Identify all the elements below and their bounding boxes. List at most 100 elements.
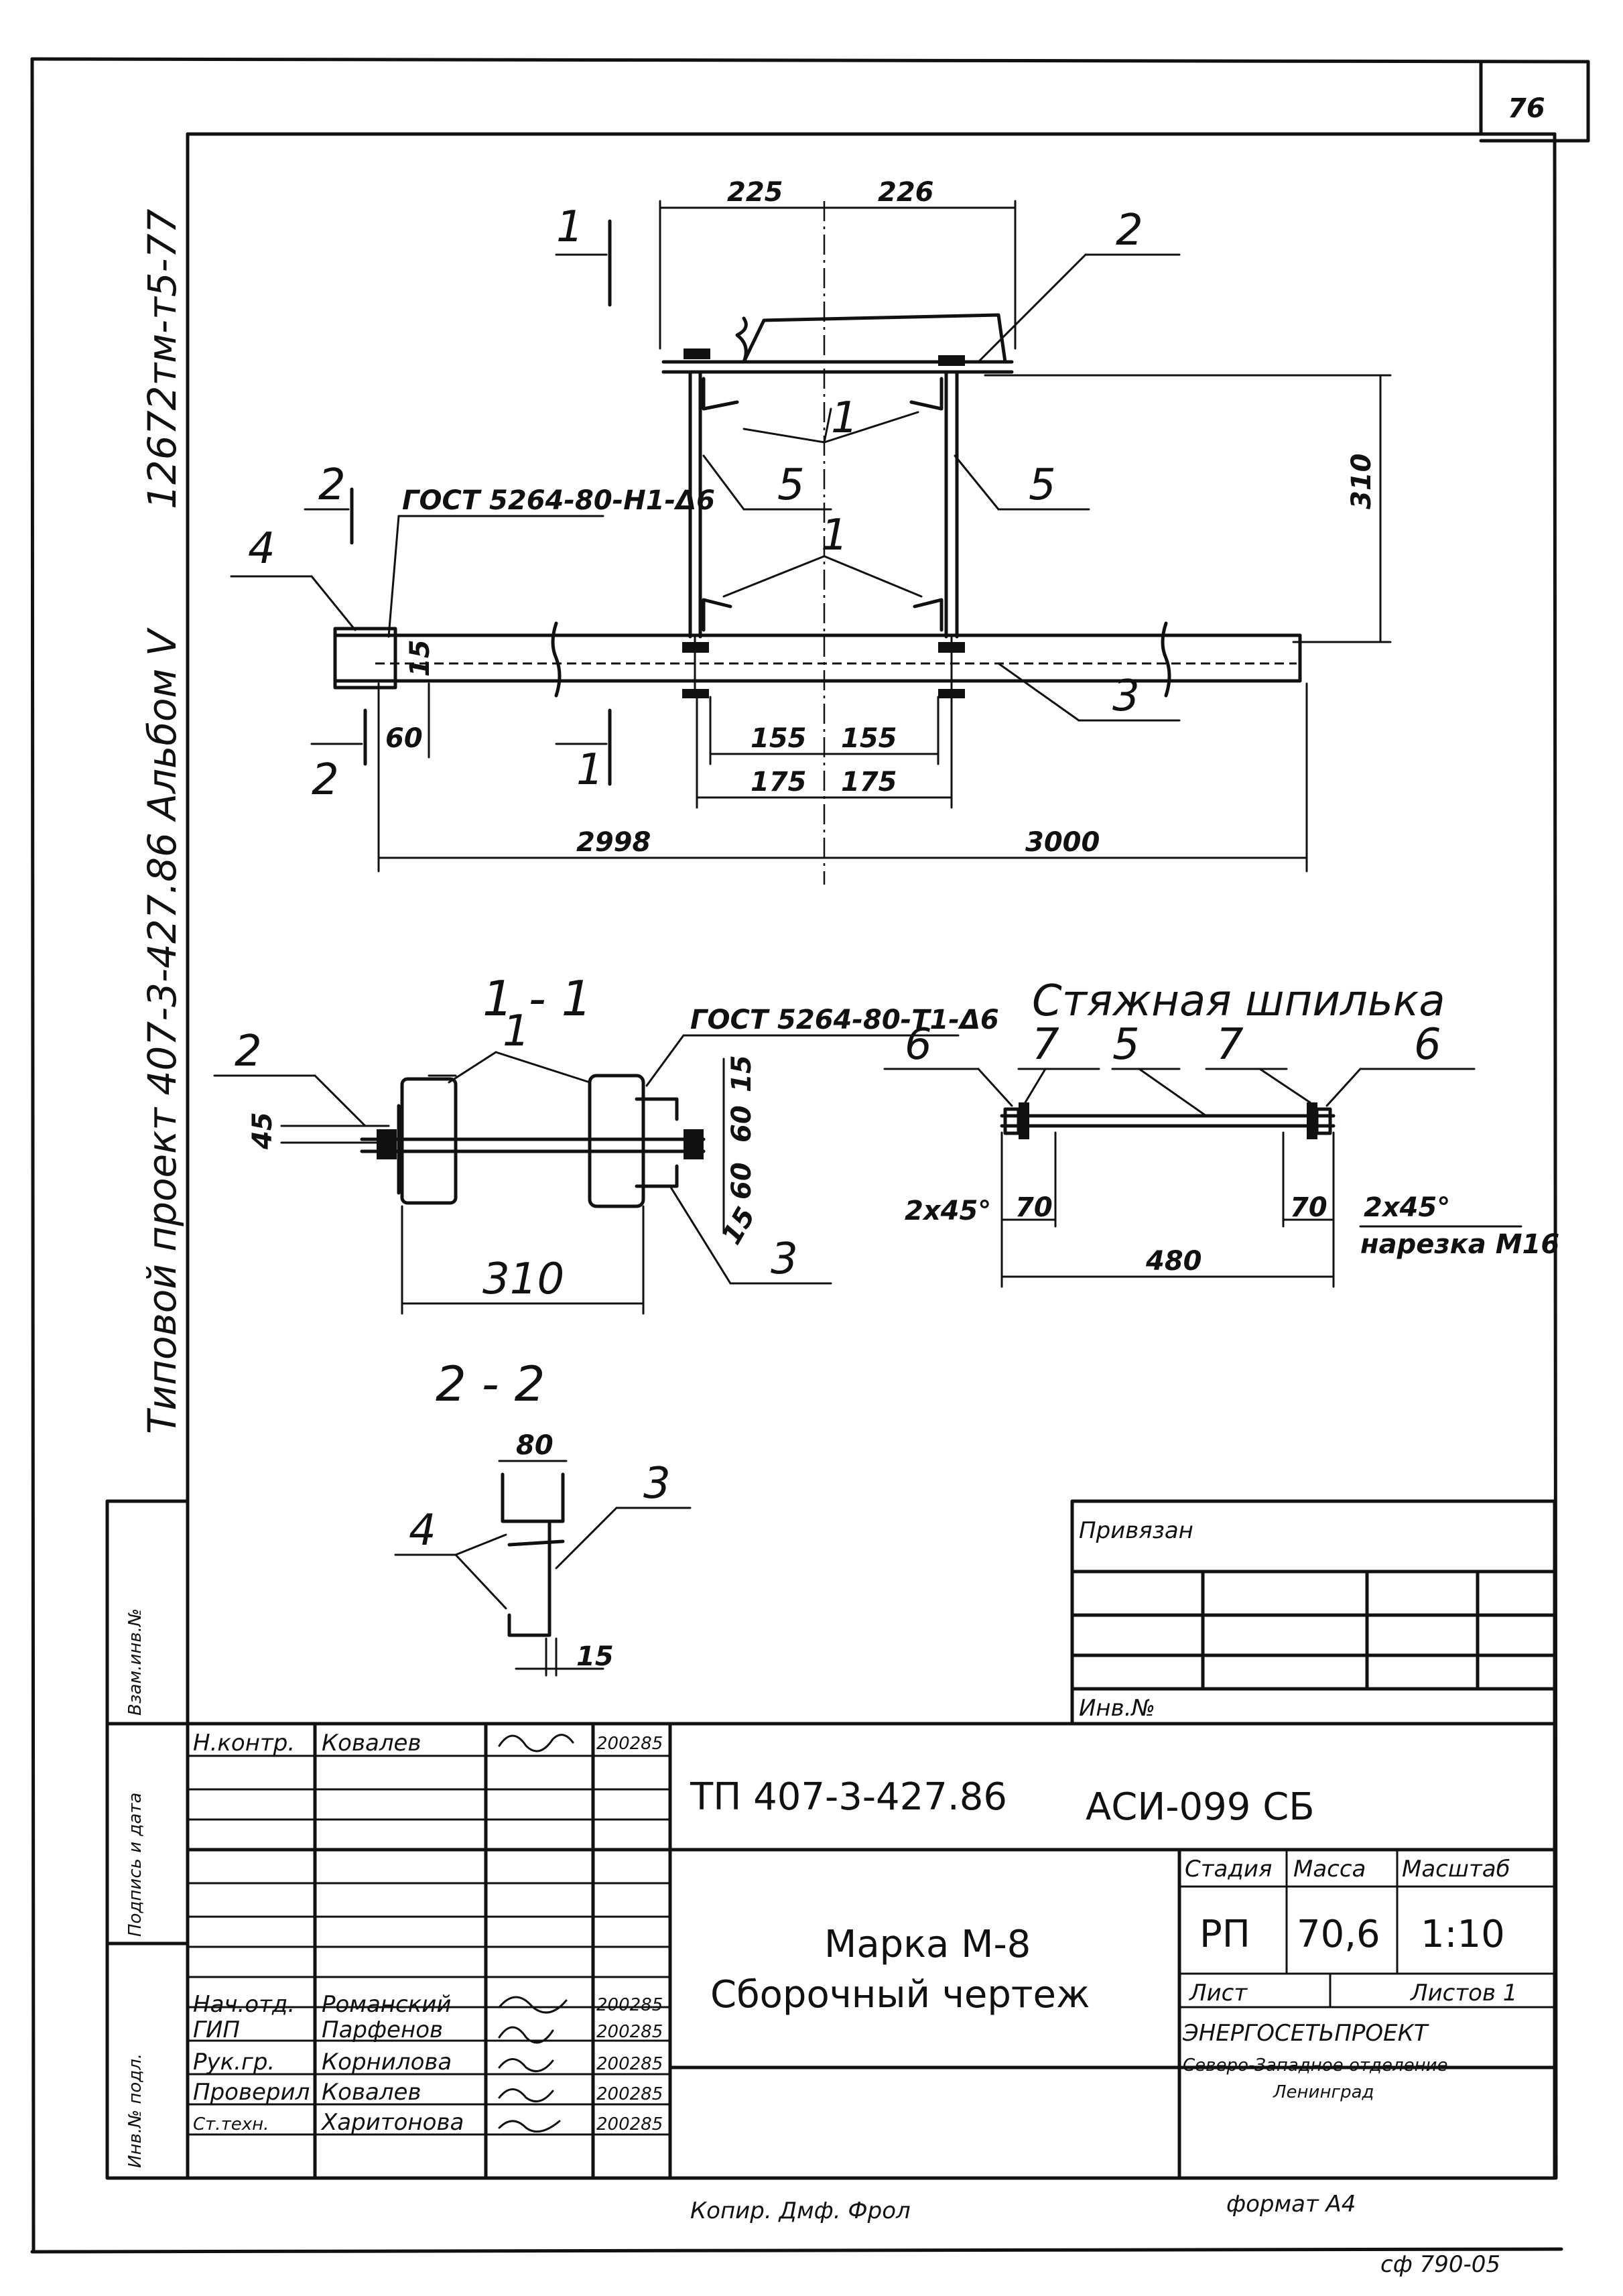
section-mark-2-top: 2 [318, 460, 346, 510]
row-4-date: 200285 [596, 1995, 663, 2015]
privyazan-label: Привязан [1079, 1517, 1193, 1544]
sheet-label: Лист [1188, 1980, 1248, 2006]
stage-label: Стадия [1185, 1856, 1272, 1883]
signature-3 [498, 2026, 554, 2044]
callout-5-left: 5 [777, 460, 805, 510]
s11-dim-60b: 60 [726, 1162, 757, 1200]
row-7-role: Проверил [193, 2079, 310, 2106]
stud-callout-6-left: 6 [905, 1020, 932, 1070]
sheet-frame [30, 57, 1590, 2254]
s11-callout-2: 2 [235, 1027, 262, 1076]
s11-callout-1: 1 [503, 1007, 530, 1056]
plate-4 [333, 627, 397, 690]
row-7-name: Ковалев [322, 2079, 421, 2106]
dim-2998: 2998 [576, 827, 651, 858]
section-mark-2-bottom: 2 [312, 755, 339, 805]
stud-dim-70-right: 70 [1290, 1192, 1327, 1223]
signature-4 [498, 2058, 554, 2073]
row-4-name: Романский [322, 1991, 451, 2018]
s22-dim-80: 80 [516, 1430, 554, 1461]
stud-callout-7-left: 7 [1032, 1020, 1059, 1070]
row-6-name: Корнилова [322, 2049, 452, 2076]
row-0-role: Н.контр. [193, 1730, 295, 1757]
section-2-2: 2 - 2 80 15 4 3 [394, 1356, 692, 1677]
stamp-side-3: Инв.№ подл. [125, 2053, 145, 2168]
row-5-role: ГИП [193, 2017, 240, 2043]
row-8-role: Ст.техн. [193, 2114, 269, 2134]
signature-6 [498, 2120, 561, 2133]
s22-callout-3: 3 [643, 1459, 671, 1509]
dim-310-v: 310 [1346, 454, 1377, 510]
signature-2 [498, 1996, 568, 2014]
org-city: Ленинград [1273, 2082, 1374, 2102]
stud-dim-480: 480 [1145, 1246, 1202, 1277]
s11-dim-310: 310 [482, 1255, 564, 1304]
s22-dim-15: 15 [576, 1641, 614, 1672]
s11-dim-45: 45 [247, 1112, 278, 1150]
section-2-2-title: 2 - 2 [436, 1356, 545, 1412]
s11-callout-3: 3 [771, 1234, 798, 1284]
callout-1-bottom: 1 [821, 511, 848, 560]
row-8-date: 200285 [596, 2114, 663, 2134]
title-line-1: Марка М-8 [824, 1923, 1031, 1966]
section-1-1-title: 1 - 1 [482, 970, 592, 1027]
stud-thread: нарезка М16 [1360, 1229, 1559, 1260]
row-5-name: Парфенов [322, 2017, 443, 2043]
row-4-role: Нач.отд. [193, 1991, 295, 2018]
signature-1 [498, 1734, 574, 1752]
main-view: 225 226 310 155 155 175 175 2998 3000 60… [230, 177, 1392, 885]
copied-by: Копир. Дмф. Фрол [690, 2197, 911, 2224]
stud-callout-5: 5 [1112, 1020, 1140, 1070]
dim-15: 15 [405, 639, 436, 677]
stamp-side-1: Взам.инв.№ [125, 1608, 145, 1716]
row-7-date: 200285 [596, 2084, 663, 2104]
dim-155-left: 155 [751, 723, 807, 754]
bottom-code: сф 790-05 [1380, 2251, 1500, 2278]
row-8-name: Харитонова [320, 2109, 464, 2136]
mass-label: Масса [1293, 1856, 1366, 1883]
section-1-1: 1 - 1 310 45 15 60 60 15 ГОСТ 5264-80-Т1… [213, 970, 999, 1315]
dim-175-left: 175 [751, 767, 807, 798]
stud-callout-7-right: 7 [1216, 1020, 1244, 1070]
side-title: Типовой проект 407-3-427.86 Альбом Ⅴ [139, 627, 185, 1434]
row-0-name: Ковалев [322, 1730, 421, 1757]
section-mark-1-bottom: 1 [576, 745, 604, 795]
callout-3-main: 3 [1112, 672, 1140, 721]
s22-callout-4: 4 [409, 1506, 436, 1555]
s11-weld-note: ГОСТ 5264-80-Т1-Δ6 [690, 1005, 999, 1035]
row-6-date: 200285 [596, 2054, 663, 2074]
page-number: 76 [1508, 93, 1545, 124]
signature-5 [498, 2088, 554, 2103]
callout-1-top: 1 [831, 393, 858, 443]
crossbar-channel [333, 633, 1302, 683]
dim-60: 60 [385, 723, 423, 754]
title-line-2: Сборочный чертеж [710, 1973, 1090, 2017]
org-name: ЭНЕРГОСЕТЬПРОЕКТ [1182, 2020, 1429, 2047]
mass-value: 70,6 [1297, 1913, 1380, 1956]
callout-4-main: 4 [248, 524, 275, 574]
row-5-date: 200285 [596, 2022, 663, 2042]
dim-225: 225 [727, 177, 783, 208]
dim-155-right: 155 [841, 723, 897, 754]
title-block: Взам.инв.№ Подпись и дата Инв.№ подл. Пр… [105, 1499, 1557, 2180]
stud-callout-6-right: 6 [1414, 1020, 1441, 1070]
dim-3000: 3000 [1025, 827, 1100, 858]
row-6-role: Рук.гр. [193, 2049, 275, 2076]
scale-value: 1:10 [1421, 1913, 1505, 1956]
org-division: Северо-Западное отделение [1183, 2055, 1447, 2076]
stud-chamfer-right: 2x45° [1364, 1192, 1450, 1223]
stud-title: Стяжная шпилька [1032, 976, 1445, 1026]
s11-dim-15a: 15 [726, 1055, 757, 1092]
row-0-date: 200285 [596, 1734, 663, 1754]
inv-no-label: Инв.№ [1079, 1695, 1155, 1722]
project-code: ТП 407-3-427.86 [690, 1775, 1007, 1819]
scale-label: Масштаб [1402, 1856, 1510, 1883]
side-code: 12672тм-т5-77 [139, 209, 185, 509]
weld-note-main: ГОСТ 5264-80-Н1-Δ6 [402, 485, 715, 516]
doc-code: АСИ-099 СБ [1086, 1785, 1315, 1829]
dim-175-right: 175 [841, 767, 897, 798]
stud-dim-70-left: 70 [1015, 1192, 1053, 1223]
stamp-side-2: Подпись и дата [125, 1793, 145, 1937]
stud-detail: Стяжная шпилька 2x45° 70 70 2x45° нарезк… [883, 976, 1559, 1288]
